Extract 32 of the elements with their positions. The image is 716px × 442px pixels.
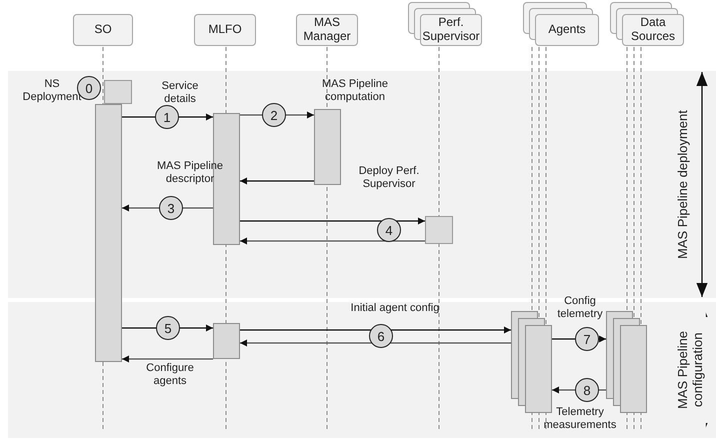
arrow [240, 326, 511, 334]
arrow [552, 386, 606, 394]
message-label: Configure agents [145, 362, 195, 388]
message-label: Config telemetry [556, 295, 604, 322]
arrow [240, 340, 511, 346]
message-label: MAS Pipeline descriptor [156, 160, 224, 186]
arrow [240, 238, 425, 244]
arrow [122, 324, 213, 332]
arrow [122, 204, 213, 212]
participant-box: MAS Manager [296, 14, 358, 46]
activation-bar [511, 311, 552, 413]
activation-bar [606, 311, 647, 413]
message-label: Service details [160, 80, 200, 106]
participant-box: MLFO [194, 14, 256, 46]
message-label: MAS Pipeline computation [320, 78, 390, 104]
participant-box: SO [73, 14, 133, 46]
message-label: NS Deployment [22, 78, 82, 104]
activation-bar [314, 109, 341, 185]
arrow [122, 356, 213, 362]
activation-bar [213, 323, 240, 359]
process-box [104, 80, 132, 104]
message-label: Telemetry measurements [542, 406, 618, 432]
message-label: Deploy Perf. Supervisor [358, 165, 420, 192]
activation-bar [95, 104, 122, 362]
arrow [240, 218, 425, 224]
arrow [552, 336, 606, 342]
arrow [122, 114, 213, 120]
arrow [240, 112, 314, 118]
process-box [425, 216, 453, 244]
message-label: Initial agent config [350, 302, 440, 316]
arrow [240, 178, 314, 184]
phase-label: MAS Pipeline configuration [676, 302, 706, 438]
